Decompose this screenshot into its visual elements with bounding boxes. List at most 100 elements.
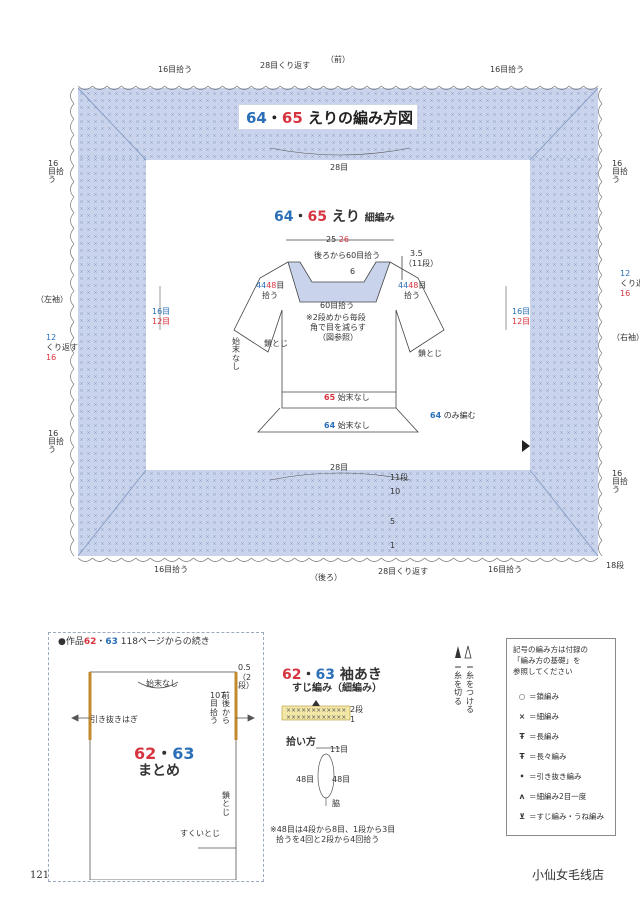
matome-title-num: 62・63 <box>134 744 195 763</box>
continued-note: ●作品62・63 118ページからの続き <box>58 637 210 647</box>
pick-note-1: ※48目は4段から8目、1段から3目 <box>270 825 396 834</box>
pick-48r: 48目 <box>332 775 351 784</box>
page-title: 64・65 えりの編み方図 <box>246 109 413 127</box>
matome-title: まとめ <box>138 763 180 779</box>
slip-stitch-icon: • <box>519 772 525 781</box>
pick-note-2: 拾うを4回と2段から4回拾う <box>276 835 380 844</box>
collar-title: 64・65 えり 細編み <box>274 209 395 225</box>
row-5: 5 <box>390 517 396 526</box>
collar-chart-graphic <box>70 85 603 562</box>
matome-front-back-a: 前後から <box>222 691 230 726</box>
right-repeat-a: 12 <box>620 269 631 278</box>
collar-d35: 3.5 <box>410 249 423 258</box>
matome-shimatsu: 始末なし <box>146 679 178 688</box>
left-repeat-c: 16 <box>46 353 57 362</box>
kusari-left: 鎖とじ <box>264 339 288 348</box>
kusari-right: 鎖とじ <box>418 349 442 358</box>
hem-64: 64 始末なし <box>324 421 370 430</box>
matome-kusari: 鎖とじ <box>222 791 230 817</box>
collar-d6: 6 <box>350 267 356 276</box>
hem-65: 65 始末なし <box>324 393 370 402</box>
back-loop-icon: ⊻ <box>518 812 526 821</box>
matome-d05: 0.5 <box>238 663 251 672</box>
watermark: 小仙女毛线店 <box>532 868 605 882</box>
matome-frame <box>48 632 264 882</box>
top-right-pick: 16目拾う <box>490 65 525 74</box>
collar-right-pick: 拾う <box>404 291 420 300</box>
top-left-pick: 16目拾う <box>158 65 193 74</box>
left-repeat-b: くり返す <box>46 343 78 352</box>
double-crochet-icon: Ŧ <box>519 732 525 741</box>
matome-hikinuki: 引き抜きはぎ <box>90 715 138 724</box>
right-lower-pick: 16目拾う <box>612 469 628 494</box>
lower-right-pick: 18段 <box>606 561 625 570</box>
pick-48l: 48目 <box>296 775 315 784</box>
collar-back-pick: 後ろから60目拾う <box>314 251 381 260</box>
yarn-attach: ＝糸をつける <box>466 663 474 714</box>
legend-item: •＝引き抜き編み <box>515 771 582 782</box>
yarn-symbols <box>455 645 472 659</box>
row-11: 11段 <box>390 473 409 482</box>
single-crochet-icon: × <box>518 712 526 721</box>
collar-right-count: 4448目 <box>398 281 427 290</box>
treble-crochet-icon: Ŧ <box>519 752 525 761</box>
matome-front-back-b: 107目拾う <box>210 691 226 726</box>
legend-item: ⊻＝すじ編み・うね編み <box>515 811 604 822</box>
inner-bottom-count: 28目 <box>330 463 349 472</box>
pick-waki: 脇 <box>332 799 340 808</box>
front-label: （前） <box>326 55 350 64</box>
left-sleeve-label: （左袖） <box>36 295 68 304</box>
inner-left-blue: 16目 <box>152 307 171 316</box>
pick-title: 拾い方 <box>286 737 316 748</box>
bottom-center-pick: 28目くり返す <box>378 567 429 576</box>
bottom-right-pick: 16目拾う <box>488 565 523 574</box>
right-repeat-b: くり返す <box>620 279 640 288</box>
pick-11: 11目 <box>330 745 349 754</box>
legend-item: Ŧ＝長々編み <box>515 751 566 762</box>
row-10: 10 <box>390 487 401 496</box>
collar-note-3: （図参照） <box>318 333 358 342</box>
bottom-left-pick: 16目拾う <box>154 565 189 574</box>
collar-left-pick: 拾う <box>262 291 278 300</box>
only-64: 64 のみ編む <box>430 411 476 420</box>
collar-d11: （11段） <box>404 259 439 268</box>
left-lower-pick: 16目拾う <box>48 429 64 454</box>
sleeve-sub: すじ編み（細編み） <box>292 683 382 694</box>
sleeve-title: 62・63 袖あき <box>282 667 382 683</box>
collar-note-1: ※2段めから毎段 <box>306 313 366 322</box>
page-number: 121 <box>30 870 50 881</box>
legend-item: ×＝細編み <box>515 711 559 722</box>
inner-left-red: 12目 <box>152 317 171 326</box>
collar-note-2: 角で目を減らす <box>310 323 366 332</box>
sc2tog-icon: ʌ <box>519 792 525 801</box>
matome-sukui: すくいとじ <box>180 829 220 838</box>
top-center-pick: 28目くり返す <box>260 61 311 70</box>
legend-item: ʌ＝細編み2目一度 <box>515 791 587 802</box>
left-upper-pick: 16目拾う <box>48 159 64 184</box>
chain-icon: ○ <box>518 692 526 701</box>
legend-header: 記号の編み方は付録の 「編み方の基礎」を 参照してください <box>513 645 588 676</box>
sleeve-graphic: ×××××××××××× ×××××××××××× <box>281 700 351 806</box>
collar-width: 25 26 <box>326 235 349 244</box>
legend-item: ○＝鎖編み <box>515 691 559 702</box>
matome-d2dan: （2段） <box>238 673 254 691</box>
inner-top-count: 28目 <box>330 163 349 172</box>
collar-front-pick: 60目拾う <box>320 301 355 310</box>
sleeve-row2: 2段 <box>350 705 364 714</box>
right-sleeve-label: （右袖） <box>612 333 640 342</box>
row-1: 1 <box>390 541 396 550</box>
title-frame <box>238 104 418 130</box>
right-repeat-c: 16 <box>620 289 631 298</box>
back-label: （後ろ） <box>310 573 342 582</box>
legend-item: Ŧ＝長編み <box>515 731 559 742</box>
collar-left-count: 4448目 <box>256 281 285 290</box>
yarn-cut: ＝糸を切る <box>454 663 462 706</box>
sleeve-row1: 1 <box>350 715 356 724</box>
inner-right-blue: 16目 <box>512 307 531 316</box>
shimatsu-left: 始末なし <box>232 337 240 372</box>
inner-right-red: 12目 <box>512 317 531 326</box>
symbol-legend: 記号の編み方は付録の 「編み方の基礎」を 参照してください ○＝鎖編み ×＝細編… <box>506 638 616 836</box>
matome-graphic <box>71 671 255 880</box>
left-repeat-a: 12 <box>46 333 57 342</box>
right-upper-pick: 16目拾う <box>612 159 628 184</box>
